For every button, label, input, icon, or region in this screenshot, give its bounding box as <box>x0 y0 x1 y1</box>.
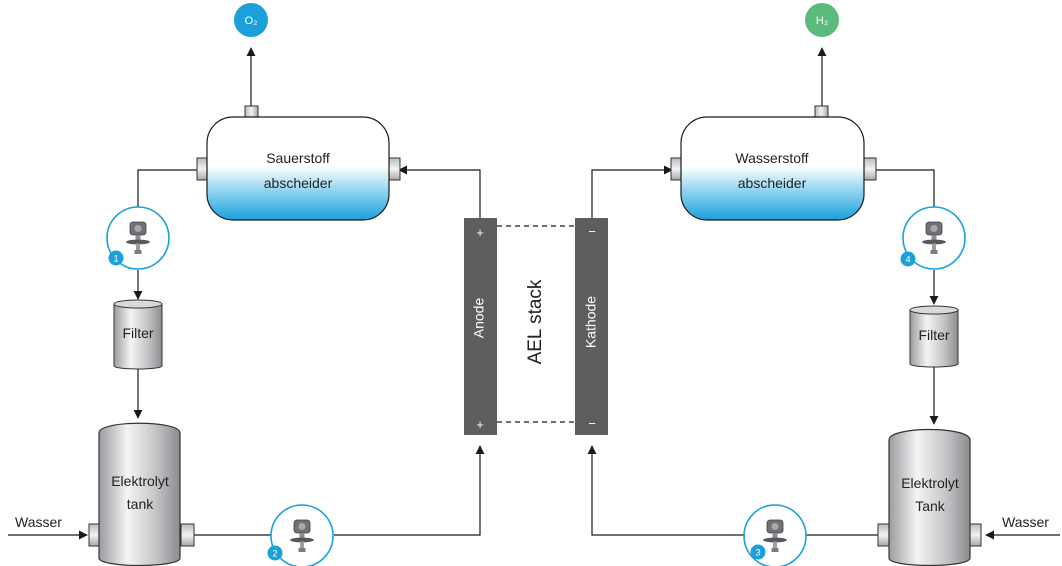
oxygen-separator-vessel <box>206 116 390 221</box>
filter-right-label: Filter <box>918 327 949 343</box>
oxygen-outlet: O₂ <box>234 3 268 37</box>
oxygen-separator-label-1: Sauerstoff <box>266 150 330 166</box>
hydrogen-separator-label-2: abscheider <box>738 175 807 191</box>
pipes <box>8 47 1060 540</box>
hydrogen-outlet: H₂ <box>805 3 839 37</box>
filter-right: Filter <box>909 305 959 368</box>
instrument-number-4: 4 <box>905 255 910 265</box>
water-label-right: Wasser <box>1002 514 1049 530</box>
tank-left-label-1: Elektrolyt <box>111 473 169 489</box>
cathode-minus-top: − <box>588 224 596 239</box>
anode-label: Anode <box>471 298 487 339</box>
hydrogen-label: H₂ <box>816 15 828 27</box>
instrument-3: 3 <box>743 504 807 566</box>
filter-left-label: Filter <box>122 325 153 341</box>
hydrogen-separator-vessel <box>680 116 865 221</box>
oxygen-label: O₂ <box>245 15 258 27</box>
tank-right-label-1: Elektrolyt <box>901 475 959 491</box>
tank-right-body <box>888 428 971 566</box>
hydrogen-circle <box>805 3 839 37</box>
pipe-anode-to-separator <box>398 165 481 218</box>
ael-stack: + + − − Anode Kathode AEL stack <box>464 218 608 435</box>
oxygen-circle <box>234 3 268 37</box>
instrument-2: 2 <box>267 504 334 566</box>
oxygen-separator-label-2: abscheider <box>264 175 333 191</box>
instrument-1: 1 <box>106 206 170 270</box>
tank-left-label-2: tank <box>127 496 154 512</box>
hydrogen-separator-label-1: Wasserstoff <box>735 150 808 166</box>
pipe-cathode-to-separator <box>591 165 673 218</box>
anode-electrode <box>464 218 497 435</box>
tank-right-label-2: Tank <box>915 498 946 514</box>
cathode-minus-bottom: − <box>588 416 596 431</box>
instrument-number-3: 3 <box>755 548 760 558</box>
pipe-meter2-to-anode <box>334 445 485 536</box>
instrument-4: 4 <box>900 206 966 270</box>
anode-plus-top: + <box>476 225 484 240</box>
pipe-oxygen-separator-out <box>137 169 200 208</box>
anode-plus-bottom: + <box>476 417 484 432</box>
pipe-meter3-to-cathode <box>587 445 744 536</box>
cathode-label: Kathode <box>583 296 599 348</box>
cathode-electrode <box>575 218 608 435</box>
tank-left: Elektrolyt tank <box>88 422 195 566</box>
water-label-left: Wasser <box>15 514 62 530</box>
oxygen-separator: Sauerstoff abscheider <box>196 105 401 221</box>
hydrogen-separator: Wasserstoff abscheider <box>670 105 877 221</box>
pipe-hydrogen-separator-out <box>874 169 935 208</box>
tank-left-body <box>98 422 181 566</box>
stack-title: AEL stack <box>525 279 546 364</box>
filter-left: Filter <box>113 299 163 370</box>
tank-right: Elektrolyt Tank <box>877 428 982 566</box>
instrument-number-1: 1 <box>113 254 118 264</box>
instrument-number-2: 2 <box>272 549 277 559</box>
